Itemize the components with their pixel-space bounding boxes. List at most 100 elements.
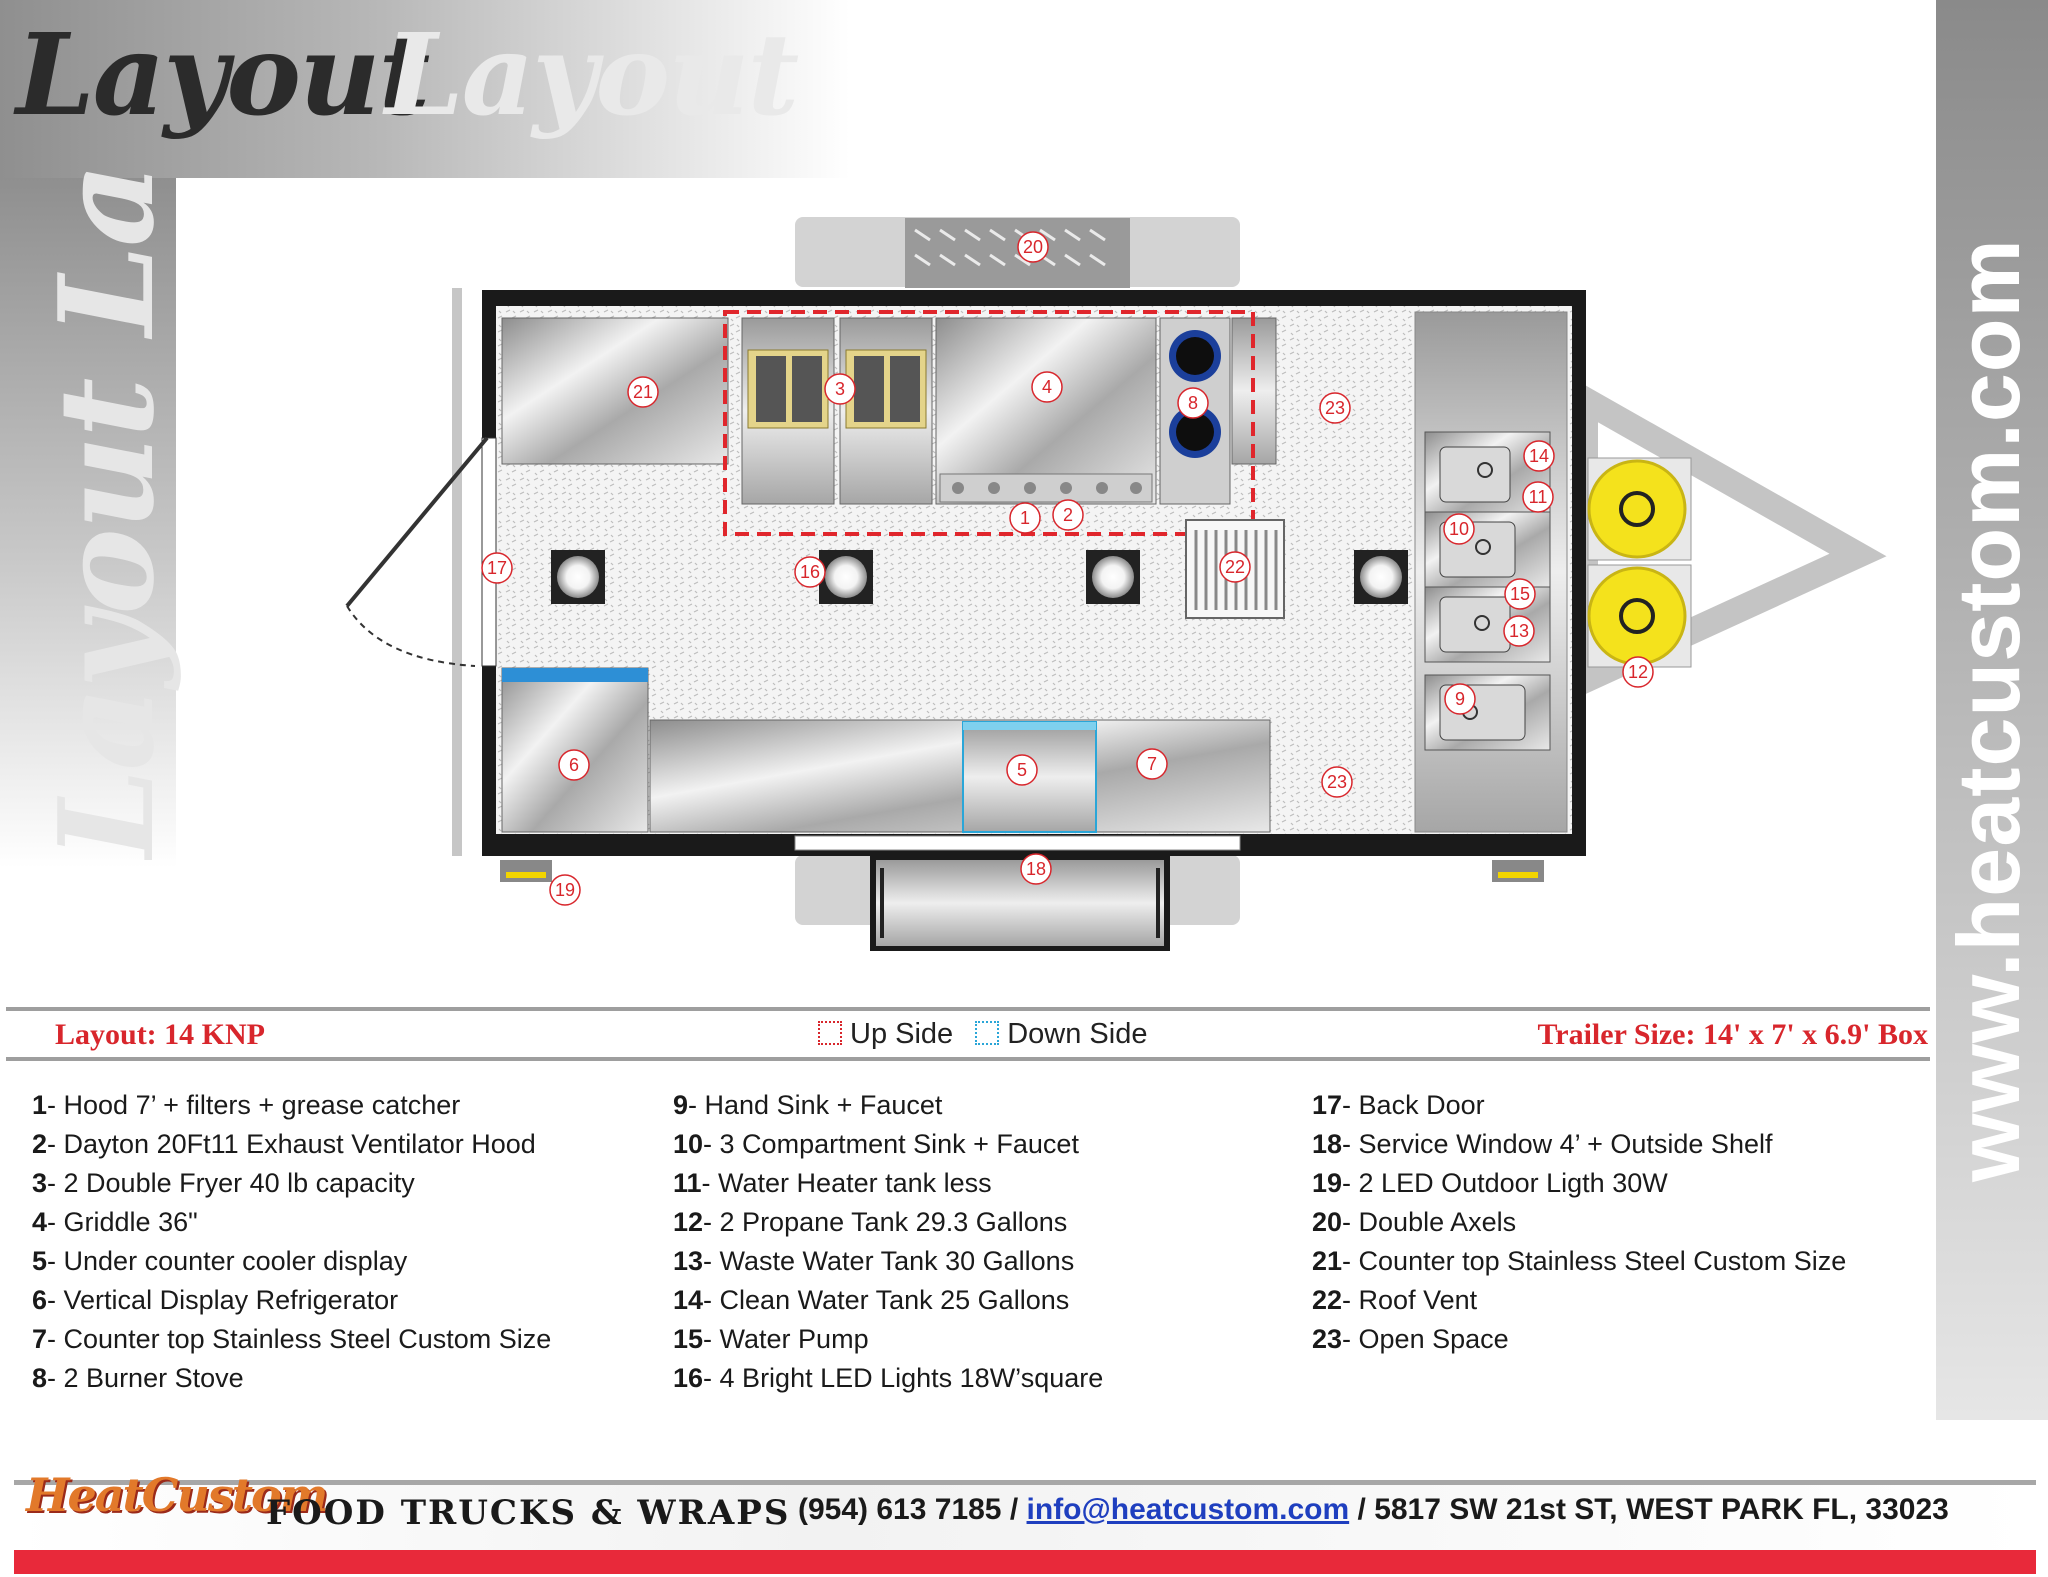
front-counter xyxy=(649,719,1271,833)
plan-marker-23: 23 xyxy=(1319,392,1351,424)
layout-label: Layout: 14 KNP xyxy=(55,1018,265,1051)
item-number: 11 xyxy=(673,1168,702,1198)
item-number: 20 xyxy=(1312,1207,1343,1237)
plan-marker-22: 22 xyxy=(1219,551,1251,583)
plan-marker-circle xyxy=(1052,499,1084,531)
outdoor-light-1 xyxy=(500,860,552,882)
list-item: 13- Waste Water Tank 30 Gallons xyxy=(673,1242,1103,1281)
item-number: 10 xyxy=(673,1129,704,1159)
plan-marker-circle xyxy=(627,376,659,408)
plan-marker-10: 10 xyxy=(1443,513,1475,545)
list-item: 19- 2 LED Outdoor Ligth 30W xyxy=(1312,1164,1846,1203)
plan-marker-label: 13 xyxy=(1509,621,1529,641)
plan-marker-circle xyxy=(1219,551,1251,583)
plan-marker-circle xyxy=(481,552,513,584)
plan-marker-label: 20 xyxy=(1023,237,1043,257)
plan-marker-circle xyxy=(1504,578,1536,610)
plan-marker-label: 10 xyxy=(1449,519,1469,539)
item-number: 21 xyxy=(1312,1246,1343,1276)
item-text: - Back Door xyxy=(1342,1090,1485,1120)
plan-marker-circle xyxy=(1321,766,1353,798)
plan-marker-label: 21 xyxy=(633,382,653,402)
legend-up-swatch xyxy=(818,1021,842,1045)
item-text: - Waste Water Tank 30 Gallons xyxy=(703,1246,1075,1276)
list-item: 22- Roof Vent xyxy=(1312,1281,1846,1320)
item-number: 5 xyxy=(32,1246,48,1276)
item-text: - Griddle 36" xyxy=(47,1207,198,1237)
hood-outline xyxy=(723,310,1255,536)
legend-up: Up Side xyxy=(818,1018,953,1050)
outdoor-light-2 xyxy=(1492,860,1544,882)
separator: / xyxy=(1009,1493,1019,1526)
info-rule-bottom xyxy=(6,1057,1930,1061)
brand-logo: HeatCustom xyxy=(26,1468,328,1522)
plan-marker-circle xyxy=(1006,754,1038,786)
plan-marker-5: 5 xyxy=(1006,754,1038,786)
item-text: - Counter top Stainless Steel Custom Siz… xyxy=(1342,1246,1847,1276)
plan-marker-circle xyxy=(1136,748,1168,780)
list-item: 11- Water Heater tank less xyxy=(673,1164,1103,1203)
item-text: - Under counter cooler display xyxy=(47,1246,408,1276)
list-item: 18- Service Window 4’ + Outside Shelf xyxy=(1312,1125,1846,1164)
list-item: 14- Clean Water Tank 25 Gallons xyxy=(673,1281,1103,1320)
item-text: - Hood 7’ + filters + grease catcher xyxy=(47,1090,461,1120)
item-text: - 2 Double Fryer 40 lb capacity xyxy=(47,1168,415,1198)
plan-marker-14: 14 xyxy=(1523,440,1555,472)
plan-marker-label: 22 xyxy=(1225,557,1245,577)
brand-tagline: FOOD TRUCKS & WRAPS xyxy=(266,1493,791,1533)
item-text: - Water Heater tank less xyxy=(701,1168,992,1198)
plan-marker-20: 20 xyxy=(1017,231,1049,263)
item-number: 1 xyxy=(32,1090,48,1120)
plan-marker-label: 7 xyxy=(1147,754,1157,774)
list-item: 8- 2 Burner Stove xyxy=(32,1359,551,1398)
item-number: 16 xyxy=(673,1363,704,1393)
list-item: 4- Griddle 36" xyxy=(32,1203,551,1242)
item-text: - 2 LED Outdoor Ligth 30W xyxy=(1342,1168,1668,1198)
list-item: 7- Counter top Stainless Steel Custom Si… xyxy=(32,1320,551,1359)
plan-marker-8: 8 xyxy=(1177,387,1209,419)
item-text: - 3 Compartment Sink + Faucet xyxy=(703,1129,1079,1159)
list-item: 20- Double Axels xyxy=(1312,1203,1846,1242)
item-text: - 2 Propane Tank 29.3 Gallons xyxy=(703,1207,1068,1237)
plan-marker-label: 14 xyxy=(1529,446,1549,466)
list-item: 21- Counter top Stainless Steel Custom S… xyxy=(1312,1242,1846,1281)
axle-tires-top xyxy=(905,218,1130,288)
plan-marker-label: 8 xyxy=(1188,393,1198,413)
plan-marker-label: 2 xyxy=(1063,505,1073,525)
plan-marker-23: 23 xyxy=(1321,766,1353,798)
list-item: 10- 3 Compartment Sink + Faucet xyxy=(673,1125,1103,1164)
plan-marker-label: 23 xyxy=(1327,772,1347,792)
header-band xyxy=(0,0,850,178)
item-number: 12 xyxy=(673,1207,704,1237)
plan-marker-circle xyxy=(1503,615,1535,647)
plan-marker-circle xyxy=(1009,502,1041,534)
items-column-1: 1- Hood 7’ + filters + grease catcher 2 - … xyxy=(32,1086,551,1398)
plan-marker-13: 13 xyxy=(1503,615,1535,647)
list-item: 16- 4 Bright LED Lights 18W’square xyxy=(673,1359,1103,1398)
list-item: 12- 2 Propane Tank 29.3 Gallons xyxy=(673,1203,1103,1242)
plan-marker-label: 19 xyxy=(555,880,575,900)
item-text: - Hand Sink + Faucet xyxy=(688,1090,943,1120)
plan-marker-label: 12 xyxy=(1628,662,1648,682)
plan-marker-circle xyxy=(549,874,581,906)
plan-marker-circle xyxy=(1319,392,1351,424)
plan-marker-4: 4 xyxy=(1031,371,1063,403)
item-number: 7 xyxy=(32,1324,48,1354)
separator: / xyxy=(1357,1493,1366,1526)
plan-marker-circle xyxy=(558,749,590,781)
plan-marker-circle xyxy=(794,556,826,588)
contact-line: (954) 613 7185 / info@heatcustom.com / 5… xyxy=(798,1493,1949,1527)
item-number: 23 xyxy=(1312,1324,1343,1354)
item-number: 17 xyxy=(1312,1090,1343,1120)
item-number: 2 xyxy=(32,1129,48,1159)
list-item: 17- Back Door xyxy=(1312,1086,1846,1125)
plan-marker-7: 7 xyxy=(1136,748,1168,780)
legend: Up Side Down Side xyxy=(818,1018,1161,1051)
item-text: - Counter top Stainless Steel Custom Siz… xyxy=(47,1324,552,1354)
plan-marker-9: 9 xyxy=(1444,683,1476,715)
address: 5817 SW 21st ST, WEST PARK FL, 33023 xyxy=(1374,1493,1949,1526)
email-link[interactable]: info@heatcustom.com xyxy=(1026,1493,1350,1526)
plan-marker-circle xyxy=(1031,371,1063,403)
item-number: 19 xyxy=(1312,1168,1343,1198)
